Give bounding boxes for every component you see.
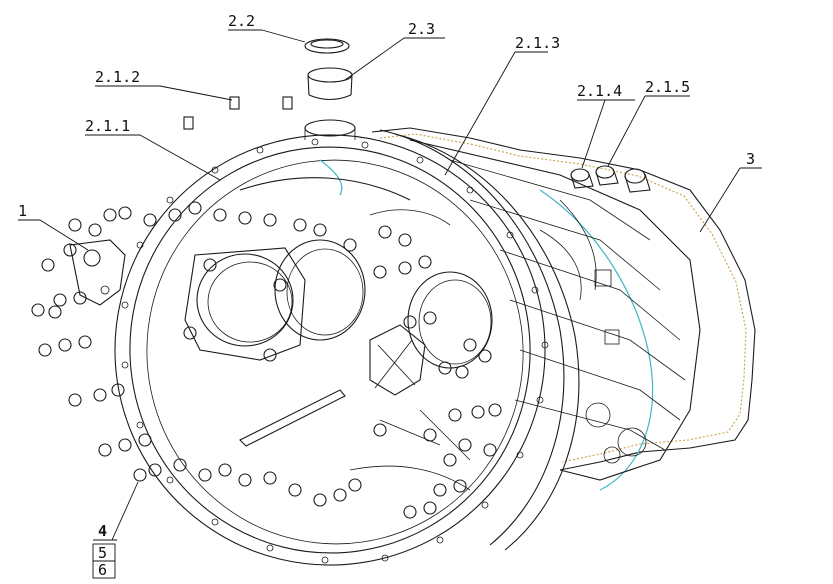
inner-openings bbox=[184, 177, 493, 491]
label-2-1-4: 2.1.4 bbox=[577, 82, 622, 100]
housing-body bbox=[409, 139, 701, 481]
label-2-1-5: 2.1.5 bbox=[645, 78, 690, 96]
loose-parts bbox=[183, 38, 651, 193]
label-5: 5 bbox=[98, 544, 107, 562]
label-1: 1 bbox=[18, 202, 27, 220]
label-6: 6 bbox=[98, 561, 107, 579]
label-2-2: 2.2 bbox=[228, 12, 255, 30]
gasket-outline bbox=[371, 127, 756, 471]
label-2-1-3: 2.1.3 bbox=[515, 34, 560, 52]
label-2-3: 2.3 bbox=[408, 20, 435, 38]
label-3: 3 bbox=[746, 150, 755, 168]
housing-flange bbox=[114, 129, 654, 566]
label-2-1-1: 2.1.1 bbox=[85, 117, 130, 135]
label-2-1-2: 2.1.2 bbox=[95, 68, 140, 86]
label-4: 4 bbox=[98, 522, 107, 540]
leader-lines bbox=[18, 29, 762, 579]
flange-nuts bbox=[31, 138, 549, 564]
